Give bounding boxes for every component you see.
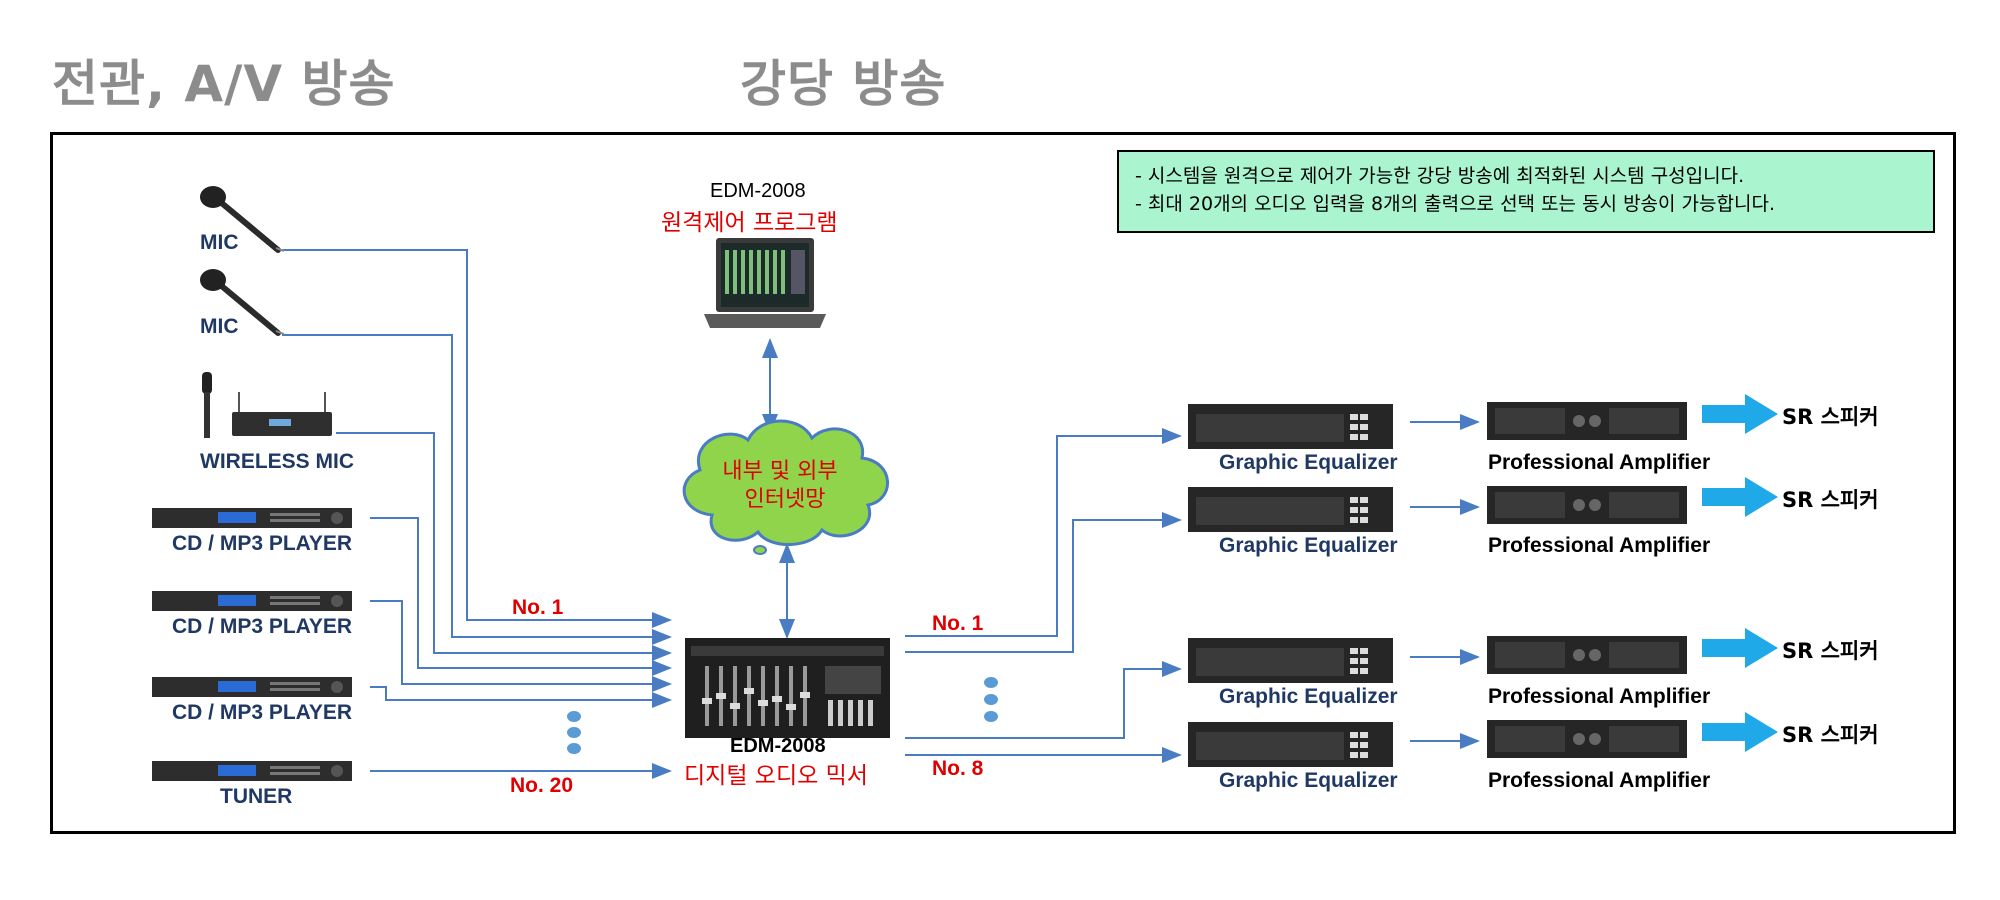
ellipsis-dot [984, 677, 998, 688]
wire-out2 [905, 512, 1182, 653]
remote-model: EDM-2008 [710, 180, 806, 202]
input-first-label: No. 1 [512, 596, 564, 619]
amplifier-icon [1487, 636, 1687, 674]
amp-label: Professional Amplifier [1488, 534, 1711, 557]
cd3-label: CD / MP3 PLAYER [172, 701, 353, 724]
speaker-label: SR 스피커 [1782, 639, 1879, 663]
cloud-text-line2: 인터넷망 [744, 487, 826, 512]
mic-icon [200, 269, 285, 336]
description-line-1: - 시스템을 원격으로 제어가 가능한 강당 방송에 최적화된 시스템 구성입니… [1135, 165, 1745, 187]
mixer-label: 디지털 오디오 믹서 [684, 763, 868, 789]
eq-label: Graphic Equalizer [1219, 451, 1398, 474]
amplifier-icon [1487, 720, 1687, 758]
description-line-2: - 최대 20개의 오디오 입력을 8개의 출력으로 선택 또는 동시 방송이 … [1135, 193, 1775, 215]
graphic-equalizer-icon [1188, 487, 1393, 532]
speaker-arrow-1 [1702, 394, 1778, 434]
eq-label: Graphic Equalizer [1219, 685, 1398, 708]
wire-out1 [905, 428, 1182, 637]
mixer-icon [685, 638, 890, 738]
remote-label: 원격제어 프로그램 [661, 210, 838, 236]
amp-label: Professional Amplifier [1488, 685, 1711, 708]
ellipsis-dot [984, 711, 998, 722]
wire-out3 [905, 661, 1182, 739]
heading-right: 강당 방송 [740, 55, 947, 113]
cloud-shape [682, 419, 889, 555]
amp-label: Professional Amplifier [1488, 451, 1711, 474]
output-first-label: No. 1 [932, 612, 984, 635]
cd-player-icon [152, 591, 352, 611]
speaker-label: SR 스피커 [1782, 405, 1879, 429]
cloud-text-line1: 내부 및 외부 [722, 459, 838, 484]
mixer-model: EDM-2008 [730, 735, 826, 757]
laptop-icon [704, 238, 826, 328]
mic1-label: MIC [200, 231, 239, 254]
amp-label: Professional Amplifier [1488, 769, 1711, 792]
mic-icon [200, 186, 285, 253]
wire-mic1 [282, 249, 672, 628]
eq-label: Graphic Equalizer [1219, 769, 1398, 792]
wire-mic2 [282, 334, 672, 645]
amplifier-icon [1487, 402, 1687, 440]
amplifier-icon [1487, 486, 1687, 524]
cd2-label: CD / MP3 PLAYER [172, 615, 353, 638]
speaker-arrow-2 [1702, 477, 1778, 517]
graphic-equalizer-icon [1188, 722, 1393, 767]
speaker-label: SR 스피커 [1782, 723, 1879, 747]
tuner-icon [152, 761, 352, 781]
output-last-label: No. 8 [932, 757, 984, 780]
input-last-label: No. 20 [510, 774, 574, 797]
heading-left: 전관, A/V 방송 [52, 55, 396, 113]
wire-cd3 [370, 686, 672, 708]
ellipsis-dot [567, 711, 581, 722]
ellipsis-dot [567, 743, 581, 754]
eq-label: Graphic Equalizer [1219, 534, 1398, 557]
ellipsis-dot [984, 694, 998, 705]
mic2-label: MIC [200, 315, 239, 338]
wireless-mic-label: WIRELESS MIC [200, 450, 355, 473]
cd-player-icon [152, 508, 352, 528]
graphic-equalizer-icon [1188, 638, 1393, 683]
wire-cd2 [370, 600, 672, 692]
speaker-arrow-4 [1702, 712, 1778, 752]
wire-wireless [336, 432, 672, 661]
wire-cd1 [370, 517, 672, 676]
wireless-mic-icon [202, 372, 332, 438]
ellipsis-dot [567, 727, 581, 738]
cd-player-icon [152, 677, 352, 697]
graphic-equalizer-icon [1188, 404, 1393, 449]
cd1-label: CD / MP3 PLAYER [172, 532, 353, 555]
description-box: - 시스템을 원격으로 제어가 가능한 강당 방송에 최적화된 시스템 구성입니… [1117, 150, 1935, 233]
speaker-label: SR 스피커 [1782, 488, 1879, 512]
diagram-frame [50, 132, 1956, 834]
speaker-arrow-3 [1702, 628, 1778, 668]
tuner-label: TUNER [220, 785, 293, 808]
